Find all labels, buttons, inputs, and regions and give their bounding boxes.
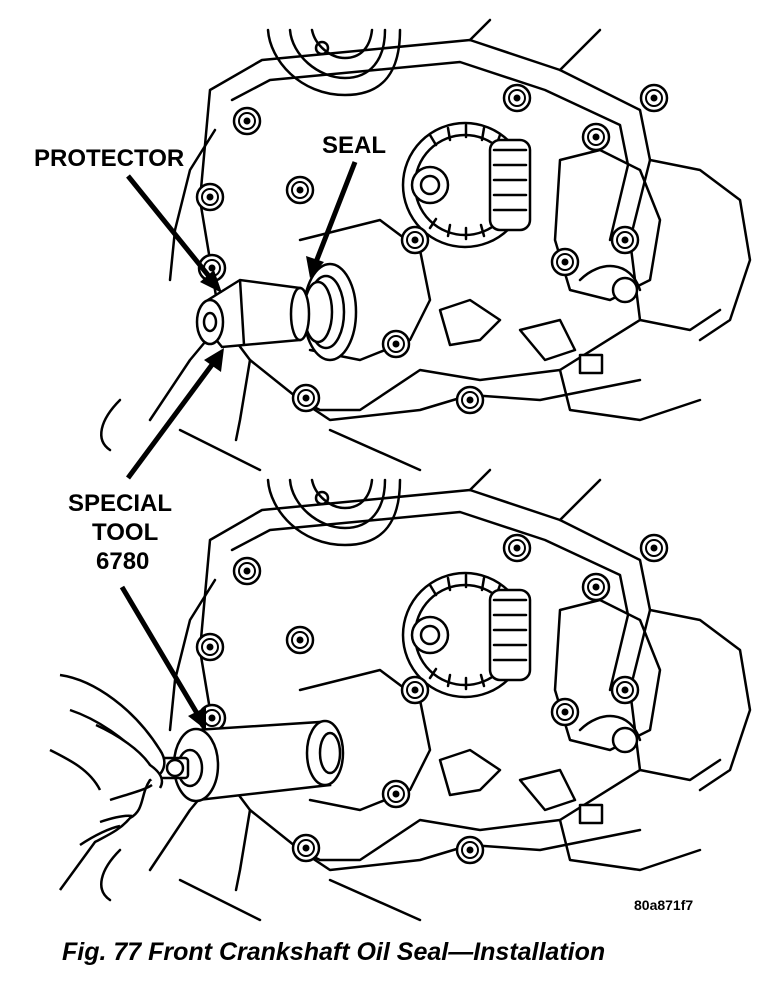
special-tool-label-line1: SPECIAL: [68, 490, 172, 517]
protector-label: PROTECTOR: [34, 145, 184, 172]
bottom-panel: SPECIAL TOOL 6780: [49, 468, 762, 922]
crankshaft-seal: [302, 262, 358, 362]
figure-code: 80a871f7: [634, 897, 694, 913]
special-tool-arrow-lower: [119, 585, 206, 730]
special-tool-6780: [148, 719, 345, 803]
seal-arrow: [306, 161, 358, 278]
hand: [49, 673, 166, 891]
top-panel: PROTECTOR SEAL: [34, 18, 762, 480]
seal-label: SEAL: [322, 132, 386, 159]
protector-tool: [195, 278, 311, 349]
protector-arrow: [126, 174, 222, 293]
special-tool-arrow-upper: [125, 348, 224, 480]
special-tool-label-line3: 6780: [96, 548, 149, 575]
special-tool-label-line2: TOOL: [92, 519, 158, 546]
figure-caption: Fig. 77 Front Crankshaft Oil Seal—Instal…: [62, 938, 606, 966]
